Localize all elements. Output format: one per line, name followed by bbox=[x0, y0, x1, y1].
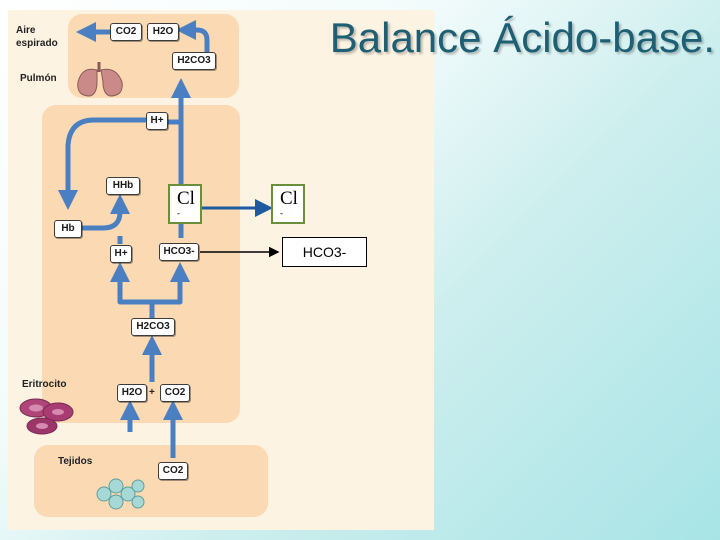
tissue-zone bbox=[34, 445, 268, 517]
chloride-outside-box: Cl - bbox=[271, 184, 305, 224]
chloride-outside-symbol: Cl bbox=[280, 188, 298, 209]
bicarbonate-outside-box: HCO3- bbox=[282, 237, 367, 267]
lung-icon bbox=[72, 58, 128, 100]
arrow-split-left bbox=[110, 262, 155, 318]
tissue-cells-icon bbox=[92, 476, 150, 512]
box-hb: Hb bbox=[54, 220, 82, 238]
box-co2-tissue: CO2 bbox=[158, 462, 188, 480]
chloride-outside-charge: - bbox=[280, 208, 283, 218]
arrow-hb-loop bbox=[58, 117, 150, 210]
chloride-inside-box: Cl - bbox=[168, 184, 202, 224]
label-tejidos: Tejidos bbox=[58, 456, 93, 467]
erythrocytes-icon bbox=[14, 396, 76, 436]
box-hplus-mid: H+ bbox=[110, 245, 132, 263]
box-h2co3-mid: H2CO3 bbox=[131, 318, 175, 336]
chloride-inside-charge: - bbox=[177, 208, 180, 218]
arrow-split-right bbox=[152, 262, 190, 305]
box-h2o-top: H2O bbox=[147, 23, 179, 41]
box-hhb: HHb bbox=[106, 177, 140, 195]
slide-title: Balance Ácido-base. bbox=[329, 14, 715, 61]
plus-sign: + bbox=[149, 387, 155, 398]
box-co2-bottom: CO2 bbox=[160, 384, 190, 402]
chloride-inside-symbol: Cl bbox=[177, 188, 195, 209]
arrow-h2co3-to-h2o bbox=[176, 20, 210, 52]
box-hplus-top: H+ bbox=[146, 112, 168, 130]
label-eritrocito: Eritrocito bbox=[22, 379, 67, 390]
box-h2co3-top: H2CO3 bbox=[172, 52, 216, 70]
box-co2-top: CO2 bbox=[110, 23, 142, 41]
erythrocyte-zone bbox=[42, 105, 240, 423]
arrow-hb-to-hhb bbox=[82, 194, 130, 231]
box-hco3-mid: HCO3- bbox=[159, 243, 199, 261]
label-pulmon: Pulmón bbox=[20, 73, 57, 84]
label-aire-espirado: Aire espirado bbox=[16, 25, 58, 49]
box-h2o-bottom: H2O bbox=[117, 384, 147, 402]
